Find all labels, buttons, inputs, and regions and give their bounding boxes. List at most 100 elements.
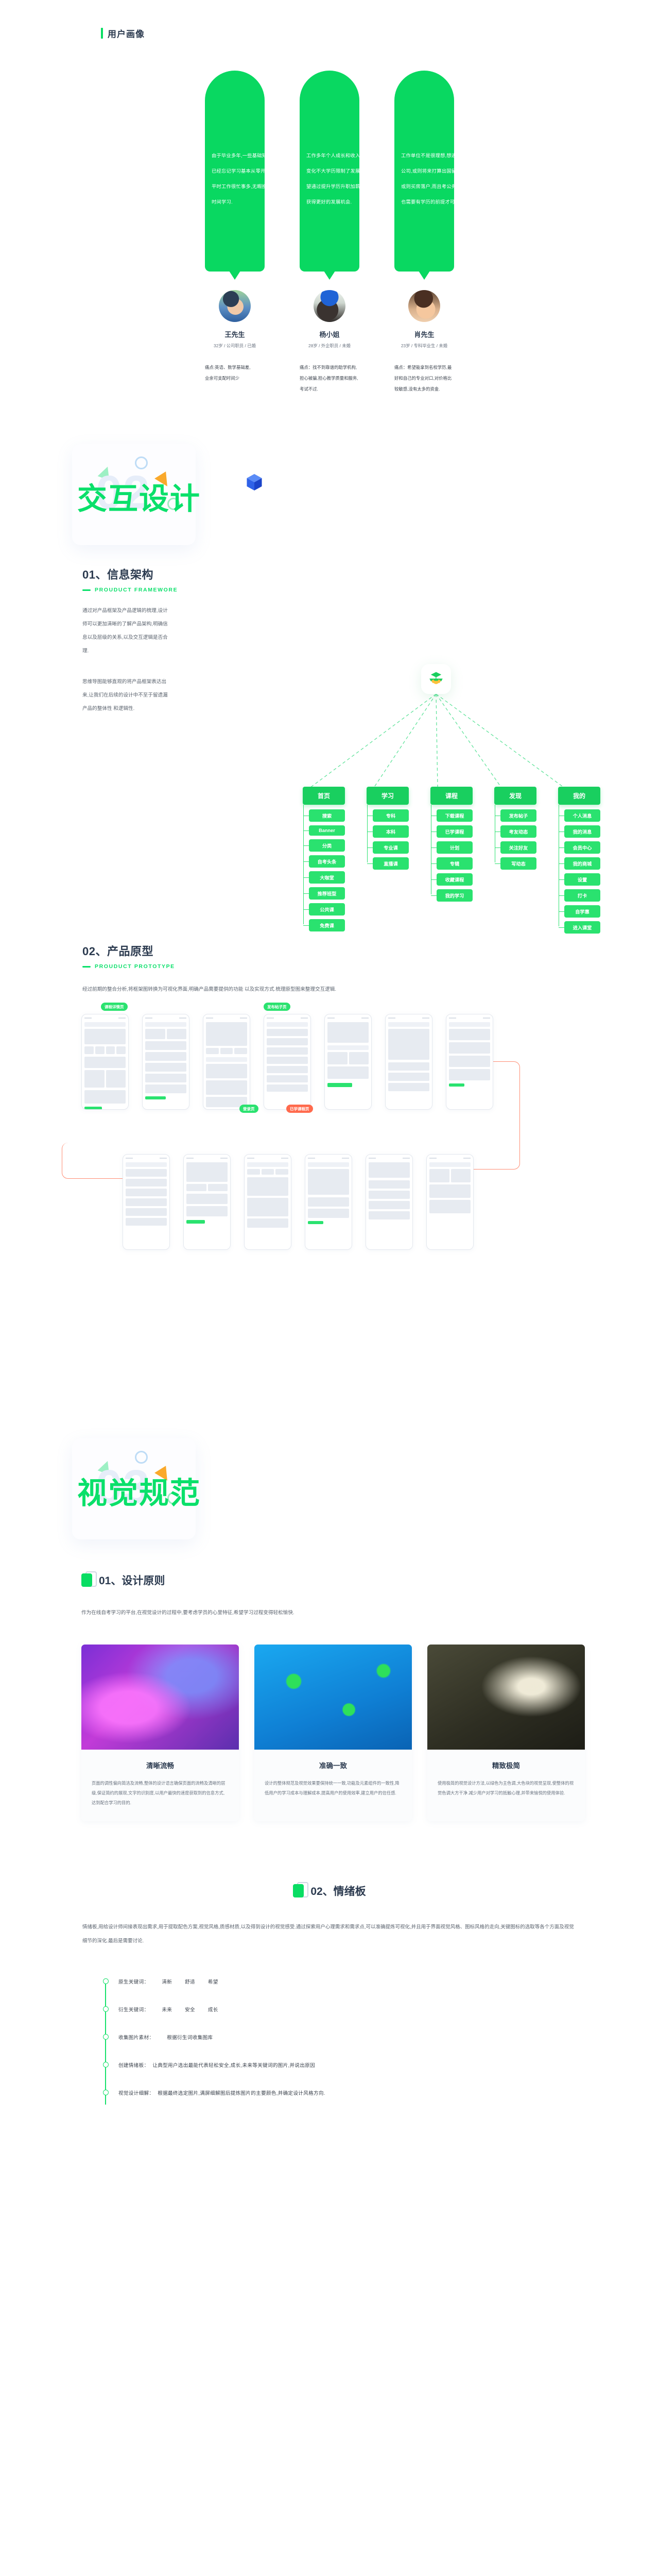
phone-screen[interactable] — [366, 1154, 413, 1250]
sitemap-node[interactable]: 直播课 — [367, 857, 409, 870]
timeline-values: 未来 安全 成长 — [150, 2007, 218, 2013]
status-bar — [267, 1018, 308, 1020]
sitemap-node[interactable]: 收藏课程 — [431, 873, 473, 886]
phone-screen[interactable] — [446, 1014, 493, 1110]
sitemap-node[interactable]: 已学课程 — [431, 825, 473, 838]
phone-screen[interactable] — [81, 1014, 129, 1110]
flow-tag-login: 登录页 — [239, 1105, 258, 1113]
phone-screen[interactable] — [264, 1014, 311, 1110]
sitemap-node[interactable]: 下载课程 — [431, 809, 473, 822]
sitemap-node[interactable]: 进入课堂 — [559, 921, 600, 934]
ia-english-label: PROUDUCT FRAMEWORE — [82, 587, 659, 593]
sitemap-node[interactable]: 本科 — [367, 825, 409, 838]
persona-people-row: 王先生 32岁 / 公司职员 / 已婚 痛点:英语、数学基础差, 业余可支配时间… — [0, 290, 659, 395]
phone-screen[interactable] — [385, 1014, 432, 1110]
status-bar — [145, 1018, 186, 1020]
phone-screen[interactable] — [426, 1154, 474, 1250]
sitemap-node-list: 搜索 Banner 分类 自考头条 大咖堂 推荐班型 公共课 免费课 — [303, 805, 345, 931]
flow-tag-learned: 已学课程页 — [286, 1105, 313, 1113]
phone-screen[interactable] — [142, 1014, 189, 1110]
ia-english-text: PROUDUCT FRAMEWORE — [95, 587, 178, 593]
sitemap-node[interactable]: 大咖堂 — [303, 871, 345, 884]
mood-heading: 02、情绪板 — [310, 1886, 366, 1897]
prototype-row-top: 登录页 已学课程页 — [0, 1014, 659, 1113]
app-logo-icon — [421, 664, 451, 694]
sitemap-node[interactable]: 关注好友 — [495, 841, 536, 854]
prototype-row-bottom: 课程详情页 发布帖子页 — [0, 1003, 659, 1250]
timeline-value: 舒适 — [185, 1979, 195, 1985]
bubble-line: 望通过提升学历升职加薪以 — [306, 184, 365, 189]
sitemap-node[interactable]: 我的学习 — [431, 889, 473, 902]
person-name: 杨小姐 — [319, 331, 340, 338]
timeline-values: 根据衍生词收集图库 — [155, 2035, 213, 2041]
timeline-value: 安全 — [185, 2007, 195, 2013]
principle-title: 精致极简 — [492, 1762, 520, 1770]
circle-outline-icon — [135, 456, 148, 469]
sitemap-column-head[interactable]: 首页 — [303, 787, 345, 805]
principle-card-row: 清晰流畅 页面的调性偏向简洁及流畅,整体的设计语言确保页面的流畅及清晰的层级,保… — [0, 1645, 659, 1821]
sitemap-column: 发现 发布帖子 考友动态 关注好友 写动态 — [494, 787, 536, 937]
sitemap-node[interactable]: 写动态 — [495, 857, 536, 870]
bubble-line: 工作单位不是很理想,想进大 — [401, 153, 461, 158]
sitemap-node[interactable]: 打卡 — [559, 889, 600, 902]
section-accent-bar — [101, 28, 103, 39]
sitemap-node[interactable]: 我的消息 — [559, 825, 600, 838]
timeline-item: 衍生关键词： 未来 安全 成长 — [103, 2006, 659, 2013]
proto-english-label: PROUDUCT PROTOTYPE — [82, 963, 659, 970]
status-bar — [388, 1018, 429, 1020]
ia-paragraph-2: 思维导图能够直观的将产品框架表达出来,让我们在后续的设计中不至于留遗漏产品的整体… — [82, 679, 168, 711]
person-meta: 23岁 / 专科毕业生 / 未婚 — [401, 343, 448, 348]
phone-screen[interactable] — [244, 1154, 291, 1250]
banner-title: 视觉规范 — [77, 1477, 201, 1510]
circle-outline-icon — [135, 1451, 148, 1464]
mood-heading-block: 02、情绪板 — [0, 1882, 659, 1899]
sitemap-column-head[interactable]: 学习 — [367, 787, 409, 805]
section-title: 用户画像 — [108, 29, 145, 39]
sitemap-node[interactable]: 考友动态 — [495, 825, 536, 838]
sitemap-node[interactable]: 搜索 — [303, 809, 345, 822]
person-painpoint: 痛点：希望能拿到名校学历,最 好和自己的专业对口,对价格比 较敏感,没有太多的资… — [394, 365, 452, 392]
sitemap-node[interactable]: 免费课 — [303, 919, 345, 931]
status-bar — [84, 1018, 126, 1020]
timeline-value: 清新 — [162, 1979, 172, 1985]
person-meta: 28岁 / 外企职员 / 未婚 — [308, 343, 351, 348]
person-name: 肖先生 — [414, 331, 435, 338]
avatar — [314, 290, 345, 322]
sitemap-node[interactable]: 专辑 — [431, 857, 473, 870]
sitemap-column-head[interactable]: 发现 — [494, 787, 536, 805]
sitemap-column: 学习 专科 本科 专业课 直播课 — [367, 787, 409, 937]
sitemap-node[interactable]: 发布帖子 — [495, 809, 536, 822]
sitemap-node[interactable]: 我的商城 — [559, 857, 600, 870]
phone-screen[interactable] — [305, 1154, 352, 1250]
sitemap-node[interactable]: 会员中心 — [559, 841, 600, 854]
persona-person: 杨小姐 28岁 / 外企职员 / 未婚 痛点：找不到靠谱的助学机构, 担心被骗,… — [300, 290, 359, 395]
timeline-label: 原生关键词： — [118, 1979, 149, 1985]
sitemap-node[interactable]: Banner — [303, 825, 345, 836]
sitemap-connector-lines — [309, 693, 565, 788]
sitemap-diagram: 首页 搜索 Banner 分类 自考头条 大咖堂 推荐班型 公共课 免费课 学习 — [0, 633, 659, 934]
persona-bubble: 由于毕业多年,一些基础知识 已经忘记学习基本从零开始 平时工作很忙事多,无暇投入… — [205, 71, 272, 272]
ia-heading-block: 01、信息架构 PROUDUCT FRAMEWORE — [0, 566, 659, 593]
sitemap-node[interactable]: 设置 — [559, 873, 600, 886]
sitemap-node[interactable]: 自学惠 — [559, 905, 600, 918]
sitemap-node[interactable]: 分类 — [303, 839, 345, 852]
sitemap-node[interactable]: 计划 — [431, 841, 473, 854]
banner-title: 交互设计 — [77, 482, 201, 516]
sitemap-node[interactable]: 自考头条 — [303, 855, 345, 868]
sitemap-node-list: 专科 本科 专业课 直播课 — [367, 805, 409, 870]
status-bar — [308, 1158, 349, 1160]
sitemap-column-head[interactable]: 课程 — [430, 787, 473, 805]
phone-screen[interactable] — [324, 1014, 372, 1110]
phone-screen[interactable] — [203, 1014, 250, 1110]
sitemap-node[interactable]: 专业课 — [367, 841, 409, 854]
person-painpoint: 痛点:英语、数学基础差, 业余可支配时间少 — [205, 365, 251, 381]
sitemap-node[interactable]: 个人消息 — [559, 809, 600, 822]
proto-heading: 02、产品原型 — [82, 945, 153, 958]
sitemap-node[interactable]: 公共课 — [303, 903, 345, 916]
sitemap-column-head[interactable]: 我的 — [558, 787, 600, 805]
phone-screen[interactable] — [123, 1154, 170, 1250]
sitemap-node[interactable]: 专科 — [367, 809, 409, 822]
phone-screen[interactable] — [183, 1154, 231, 1250]
sitemap-node[interactable]: 推荐班型 — [303, 887, 345, 900]
persona-person: 王先生 32岁 / 公司职员 / 已婚 痛点:英语、数学基础差, 业余可支配时间… — [205, 290, 265, 395]
